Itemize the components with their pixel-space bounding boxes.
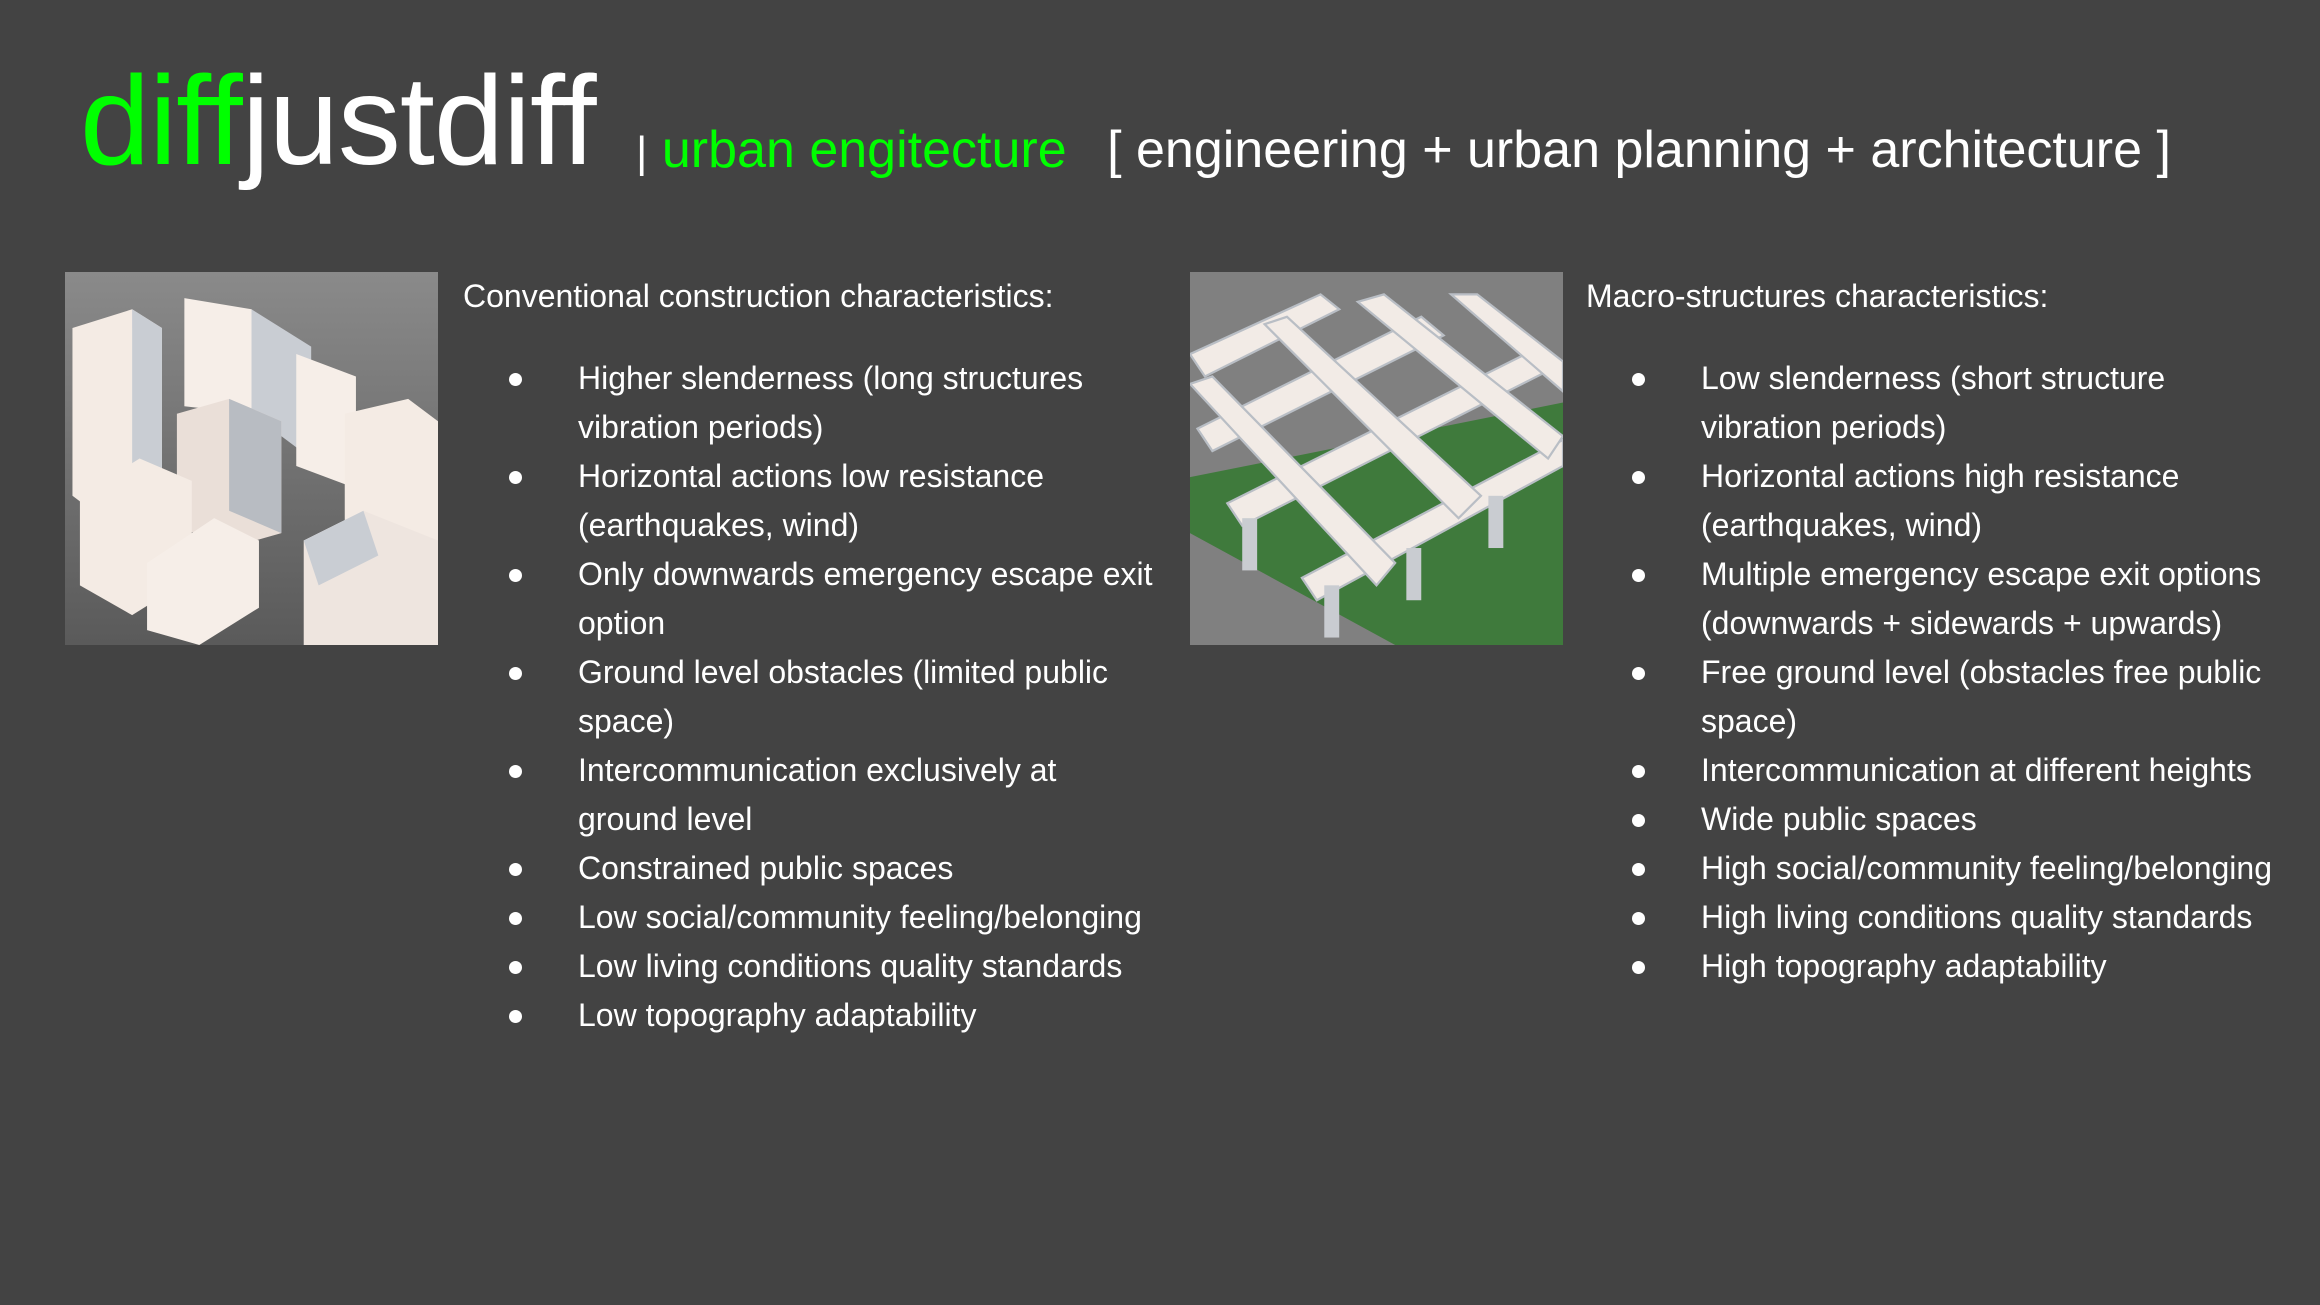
bullet-icon: [509, 1010, 522, 1023]
bullet-icon: [509, 912, 522, 925]
list-item: High living conditions quality standards: [1586, 893, 2286, 942]
bullet-icon: [1632, 765, 1645, 778]
list-item: Higher slenderness (long structures vibr…: [463, 354, 1163, 452]
bullet-icon: [1632, 667, 1645, 680]
bullet-icon: [509, 667, 522, 680]
tagline: urban engitecture: [661, 121, 1067, 179]
list-item: Intercommunication exclusively at ground…: [463, 746, 1163, 844]
conventional-buildings-image: [65, 272, 438, 645]
list-item: Constrained public spaces: [463, 844, 1163, 893]
left-heading: Conventional construction characteristic…: [463, 278, 1054, 314]
list-item-text: High living conditions quality standards: [1701, 899, 2253, 935]
disciplines: [ engineering + urban planning + archite…: [1107, 121, 2171, 179]
list-item: High topography adaptability: [1586, 942, 2286, 991]
list-item: Only downwards emergency escape exit opt…: [463, 550, 1163, 648]
left-list: Higher slenderness (long structures vibr…: [463, 354, 1163, 1040]
bullet-icon: [509, 961, 522, 974]
bullet-icon: [509, 569, 522, 582]
list-item: Intercommunication at different heights: [1586, 746, 2286, 795]
subtitle: | urban engitecture [ engineering + urba…: [636, 121, 2171, 179]
list-item-text: Only downwards emergency escape exit opt…: [578, 556, 1153, 641]
list-item: Wide public spaces: [1586, 795, 2286, 844]
right-heading: Macro-structures characteristics:: [1586, 278, 2049, 314]
list-item: Horizontal actions low resistance (earth…: [463, 452, 1163, 550]
list-item-text: Wide public spaces: [1701, 801, 1977, 837]
list-item: Low topography adaptability: [463, 991, 1163, 1040]
list-item: Low social/community feeling/belonging: [463, 893, 1163, 942]
bullet-icon: [1632, 373, 1645, 386]
bullet-icon: [1632, 863, 1645, 876]
list-item-text: Low social/community feeling/belonging: [578, 899, 1142, 935]
conventional-characteristics: Conventional construction characteristic…: [463, 272, 1163, 1040]
bullet-icon: [1632, 569, 1645, 582]
list-item-text: High social/community feeling/belonging: [1701, 850, 2272, 886]
bullet-icon: [509, 863, 522, 876]
list-item-text: Low topography adaptability: [578, 997, 977, 1033]
list-item-text: Higher slenderness (long structures vibr…: [578, 360, 1084, 445]
list-item: Free ground level (obstacles free public…: [1586, 648, 2286, 746]
list-item-text: Ground level obstacles (limited public s…: [578, 654, 1109, 739]
list-item-text: Multiple emergency escape exit options (…: [1701, 556, 2262, 641]
macro-characteristics: Macro-structures characteristics: Low sl…: [1586, 272, 2286, 991]
bullet-icon: [1632, 471, 1645, 484]
list-item-text: Free ground level (obstacles free public…: [1701, 654, 2262, 739]
bullet-icon: [509, 765, 522, 778]
list-item: Ground level obstacles (limited public s…: [463, 648, 1163, 746]
separator: |: [636, 128, 648, 177]
brand-justdiff: justdiff: [241, 50, 597, 191]
bullet-icon: [1632, 912, 1645, 925]
list-item: Horizontal actions high resistance (eart…: [1586, 452, 2286, 550]
brand-diff: diff: [80, 50, 243, 191]
macro-structure-image: [1190, 272, 1563, 645]
bullet-icon: [1632, 961, 1645, 974]
list-item-text: Intercommunication at different heights: [1701, 752, 2252, 788]
bullet-icon: [1632, 814, 1645, 827]
list-item-text: Intercommunication exclusively at ground…: [578, 752, 1057, 837]
list-item-text: High topography adaptability: [1701, 948, 2107, 984]
list-item-text: Constrained public spaces: [578, 850, 954, 886]
list-item: Low slenderness (short structure vibrati…: [1586, 354, 2286, 452]
list-item-text: Horizontal actions high resistance (eart…: [1701, 458, 2180, 543]
list-item: Multiple emergency escape exit options (…: [1586, 550, 2286, 648]
list-item-text: Low living conditions quality standards: [578, 948, 1123, 984]
list-item-text: Low slenderness (short structure vibrati…: [1701, 360, 2166, 445]
list-item: High social/community feeling/belonging: [1586, 844, 2286, 893]
brand-logo: diffjustdiff: [80, 58, 597, 184]
list-item-text: Horizontal actions low resistance (earth…: [578, 458, 1044, 543]
list-item: Low living conditions quality standards: [463, 942, 1163, 991]
bullet-icon: [509, 471, 522, 484]
bullet-icon: [509, 373, 522, 386]
right-list: Low slenderness (short structure vibrati…: [1586, 354, 2286, 991]
